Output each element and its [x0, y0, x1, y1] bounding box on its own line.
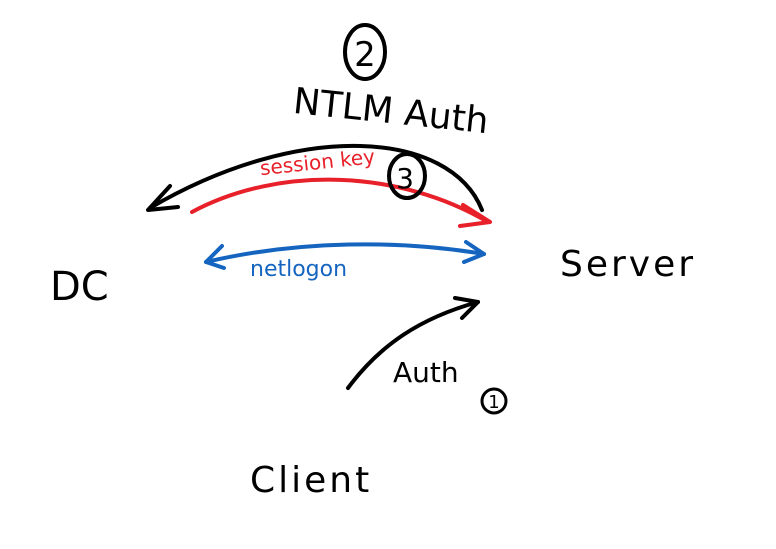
client-node: Client	[250, 460, 372, 501]
step-2-label: 2	[354, 35, 376, 75]
auth-arrowhead	[453, 296, 480, 320]
auth-label: Auth	[393, 356, 459, 389]
step-2-marker: 2	[343, 23, 387, 81]
step-1-marker: 1	[480, 387, 508, 415]
ntlm-auth-arrow	[148, 143, 484, 212]
ntlm-auth-arrowhead	[146, 184, 180, 212]
netlogon-arrowhead-right	[462, 240, 486, 264]
auth-arrow	[346, 300, 480, 390]
step-3-label: 3	[396, 162, 414, 195]
server-node: Server	[560, 244, 696, 285]
ntlm-auth-label: NTLM Auth	[291, 81, 490, 142]
session-key-arrow	[190, 177, 490, 224]
step-3-marker: 3	[387, 152, 427, 200]
netlogon-arrow	[204, 242, 486, 264]
dc-node: DC	[50, 264, 109, 310]
step-1-label: 1	[488, 392, 499, 413]
session-key-label: session key	[259, 144, 376, 180]
session-key-arrowhead	[458, 203, 492, 228]
netlogon-arrowhead-left	[204, 244, 226, 270]
netlogon-label: netlogon	[250, 257, 347, 282]
